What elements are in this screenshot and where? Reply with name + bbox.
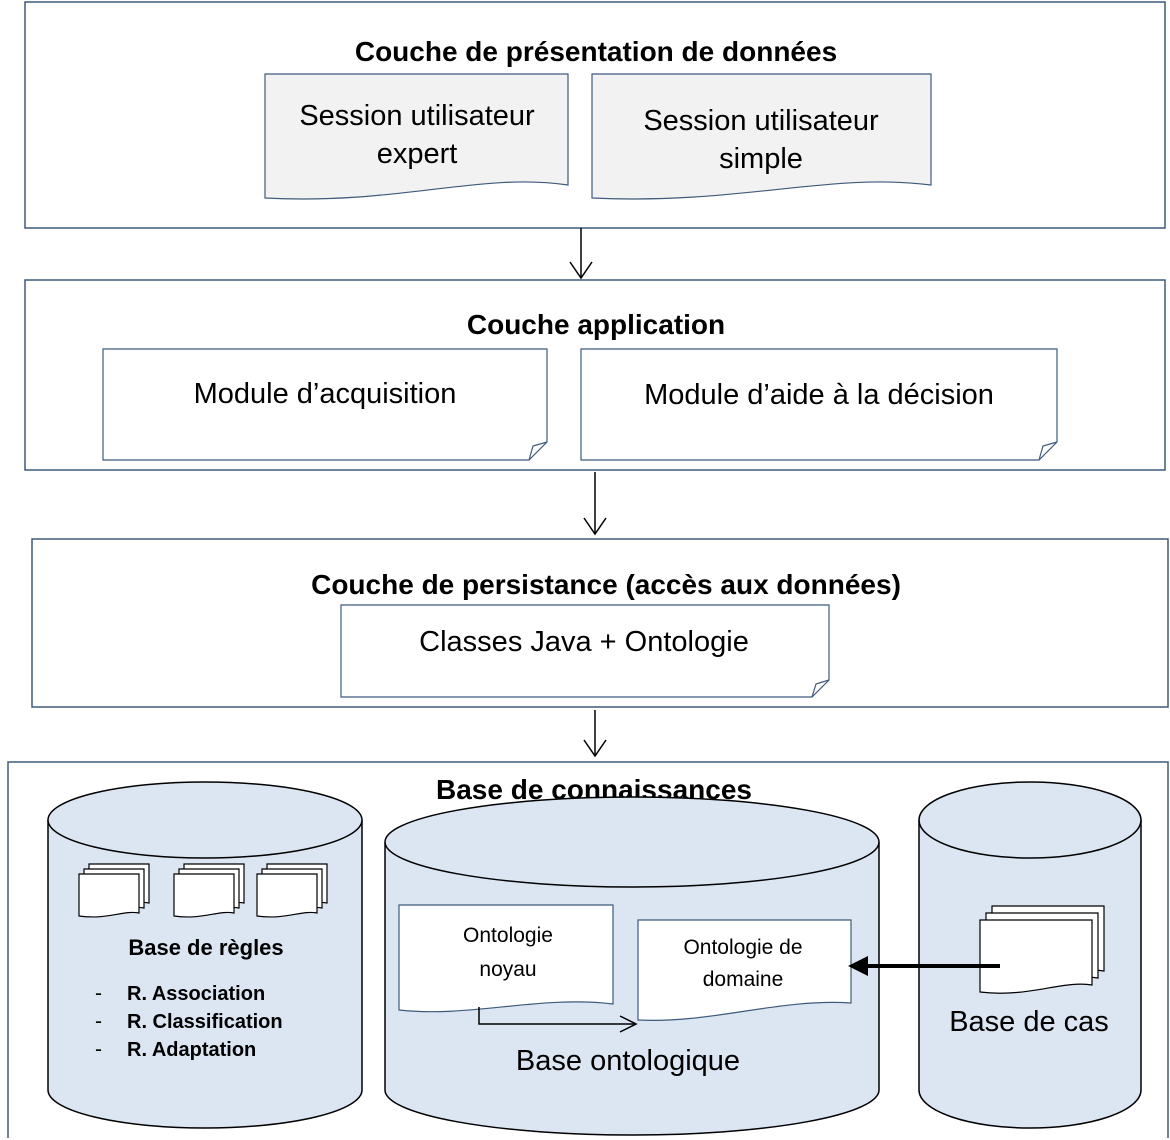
expert-session-line1: Session utilisateur xyxy=(299,100,535,132)
persistence-layer-title: Couche de persistance (accès aux données… xyxy=(311,569,901,600)
domain-ontology-line2: domaine xyxy=(703,968,784,991)
ontology-base-label: Base ontologique xyxy=(516,1045,740,1077)
java-ontology-box: Classes Java + Ontologie xyxy=(340,604,830,698)
cases-document-stack-icon xyxy=(979,905,1105,994)
rule-item-adaptation: R. Adaptation xyxy=(127,1039,256,1061)
application-layer-title: Couche application xyxy=(467,309,725,340)
arrow-application-to-persistence xyxy=(583,472,607,536)
simple-session-line2: simple xyxy=(719,143,803,175)
rules-document-stack-3-icon xyxy=(256,863,328,918)
core-ontology-line2: noyau xyxy=(479,958,536,981)
decision-module-label: Module d’aide à la décision xyxy=(644,379,994,411)
case-base-label: Base de cas xyxy=(949,1006,1109,1038)
rule-bullet-2: - xyxy=(95,1010,102,1033)
rules-base-label: Base de règles xyxy=(128,935,283,960)
arrow-cases-to-domain xyxy=(848,956,1000,976)
expert-session-document: Session utilisateur expert xyxy=(264,73,569,200)
arrow-persistence-to-knowledge xyxy=(583,710,607,758)
presentation-layer-title: Couche de présentation de données xyxy=(355,36,837,67)
domain-ontology-document: Ontologie de domaine xyxy=(637,919,852,1022)
acquisition-module-box: Module d’acquisition xyxy=(102,348,548,461)
rule-bullet-1: - xyxy=(95,982,102,1005)
core-ontology-document: Ontologie noyau xyxy=(398,904,614,1013)
arrow-core-to-domain xyxy=(478,1007,638,1033)
core-ontology-line1: Ontologie xyxy=(463,924,553,947)
decision-module-box: Module d’aide à la décision xyxy=(580,348,1058,461)
simple-session-document: Session utilisateur simple xyxy=(591,73,932,200)
acquisition-module-label: Module d’acquisition xyxy=(194,378,457,410)
expert-session-line2: expert xyxy=(377,138,458,170)
simple-session-line1: Session utilisateur xyxy=(643,105,879,137)
arrow-presentation-to-application xyxy=(569,228,593,280)
rule-item-classification: R. Classification xyxy=(127,1011,283,1033)
rules-document-stack-2-icon xyxy=(173,863,245,918)
rules-document-stack-1-icon xyxy=(78,863,150,918)
domain-ontology-line1: Ontologie de xyxy=(683,936,802,959)
rule-bullet-3: - xyxy=(95,1038,102,1061)
java-ontology-label: Classes Java + Ontologie xyxy=(419,626,749,658)
rule-item-association: R. Association xyxy=(127,983,265,1005)
